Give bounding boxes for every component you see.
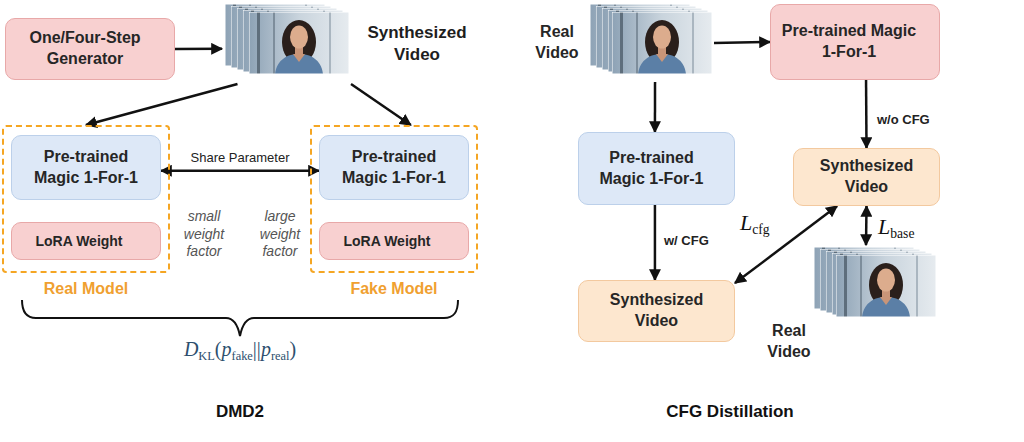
video-thumbnail: Real Video xyxy=(528,4,714,82)
frozen-model-box: Pre-trained Magic 1-For-1 xyxy=(11,135,161,200)
edge-label-text: Lcfg xyxy=(740,210,790,238)
connector xyxy=(654,205,657,280)
frozen-model-box: Pre-trained Magic 1-For-1 xyxy=(319,135,469,200)
video-stack xyxy=(590,4,712,74)
text-part: p xyxy=(261,338,271,360)
node-label: Pre-trained Magic 1-For-1 xyxy=(328,147,460,189)
connector xyxy=(735,206,837,283)
note-text: small weight factor xyxy=(174,208,234,261)
node-label: Real Video xyxy=(528,22,586,64)
text-part: real xyxy=(271,349,290,363)
model-group: Real ModelPre-trained Magic 1-For-1LoRA … xyxy=(2,125,170,273)
frozen-model-box: Pre-trained Magic 1-For-1 xyxy=(578,132,735,205)
section-title: CFG Distillation xyxy=(610,402,850,422)
edge-label-text: Share Parameter xyxy=(172,150,308,165)
node-label: One/Four-Step Generator xyxy=(12,28,158,70)
node-label: Real Video xyxy=(760,321,818,363)
video-thumbnail: Synthesized Video xyxy=(222,4,480,84)
video-stack xyxy=(814,247,936,317)
formula-text: DKL(pfake||preal) xyxy=(40,338,440,364)
connector xyxy=(351,84,411,125)
connector xyxy=(86,84,237,125)
text-part: || xyxy=(253,338,261,360)
section-title-text: CFG Distillation xyxy=(610,402,850,422)
connector xyxy=(865,206,868,245)
edge-label: w/o CFG xyxy=(877,112,957,127)
edge-label: Lcfg xyxy=(740,210,790,238)
text-part: ) xyxy=(289,338,296,360)
video-thumbnail: Real Video xyxy=(760,245,940,363)
connector xyxy=(175,48,222,51)
node-label: LoRA Weight xyxy=(343,232,430,250)
connector xyxy=(714,42,770,43)
section-title-text: DMD2 xyxy=(140,402,340,422)
edge-label-text: w/ CFG xyxy=(664,233,744,248)
generator-box: One/Four-Step Generator xyxy=(5,18,175,80)
group-heading: Fake Model xyxy=(312,279,476,300)
connector xyxy=(161,170,319,173)
text-part: L xyxy=(740,210,752,235)
output-box: Synthesized Video xyxy=(578,280,735,342)
connector xyxy=(654,82,657,132)
text-part: fake xyxy=(232,349,253,363)
video-stack xyxy=(225,4,349,74)
note: large weight factor xyxy=(251,208,309,261)
edge-label: Share Parameter xyxy=(172,150,308,165)
note: small weight factor xyxy=(174,208,234,261)
formula: DKL(pfake||preal) xyxy=(40,338,440,364)
text-part: D xyxy=(184,338,198,360)
section-title: DMD2 xyxy=(140,402,340,422)
brace xyxy=(22,300,458,336)
edge-label-text: Lbase xyxy=(878,214,948,242)
node-label: LoRA Weight xyxy=(35,232,122,250)
group-heading: Real Model xyxy=(4,279,168,300)
text-part: base xyxy=(890,226,914,241)
node-label: Synthesized Video xyxy=(587,290,726,332)
model-group: Fake ModelPre-trained Magic 1-For-1LoRA … xyxy=(310,125,478,273)
edge-label-text: w/o CFG xyxy=(877,112,957,127)
trainable-model-box: Pre-trained Magic 1-For-1 xyxy=(770,4,940,80)
text-part: cfg xyxy=(752,222,769,237)
output-box: Synthesized Video xyxy=(793,148,940,206)
note-text: large weight factor xyxy=(251,208,309,261)
node-label: Pre-trained Magic 1-For-1 xyxy=(585,148,718,190)
lora-box: LoRA Weight xyxy=(11,222,161,260)
lora-box: LoRA Weight xyxy=(319,222,469,260)
node-label: Synthesized Video xyxy=(802,156,931,198)
node-label: Synthesized Video xyxy=(354,22,480,66)
connector xyxy=(865,80,868,148)
edge-label: w/ CFG xyxy=(664,233,744,248)
text-part: KL xyxy=(198,349,215,363)
node-label: Pre-trained Magic 1-For-1 xyxy=(777,21,921,63)
text-part: ( xyxy=(215,338,222,360)
edge-label: Lbase xyxy=(878,214,948,242)
node-label: Pre-trained Magic 1-For-1 xyxy=(20,147,152,189)
text-part: p xyxy=(222,338,232,360)
text-part: L xyxy=(878,214,890,239)
